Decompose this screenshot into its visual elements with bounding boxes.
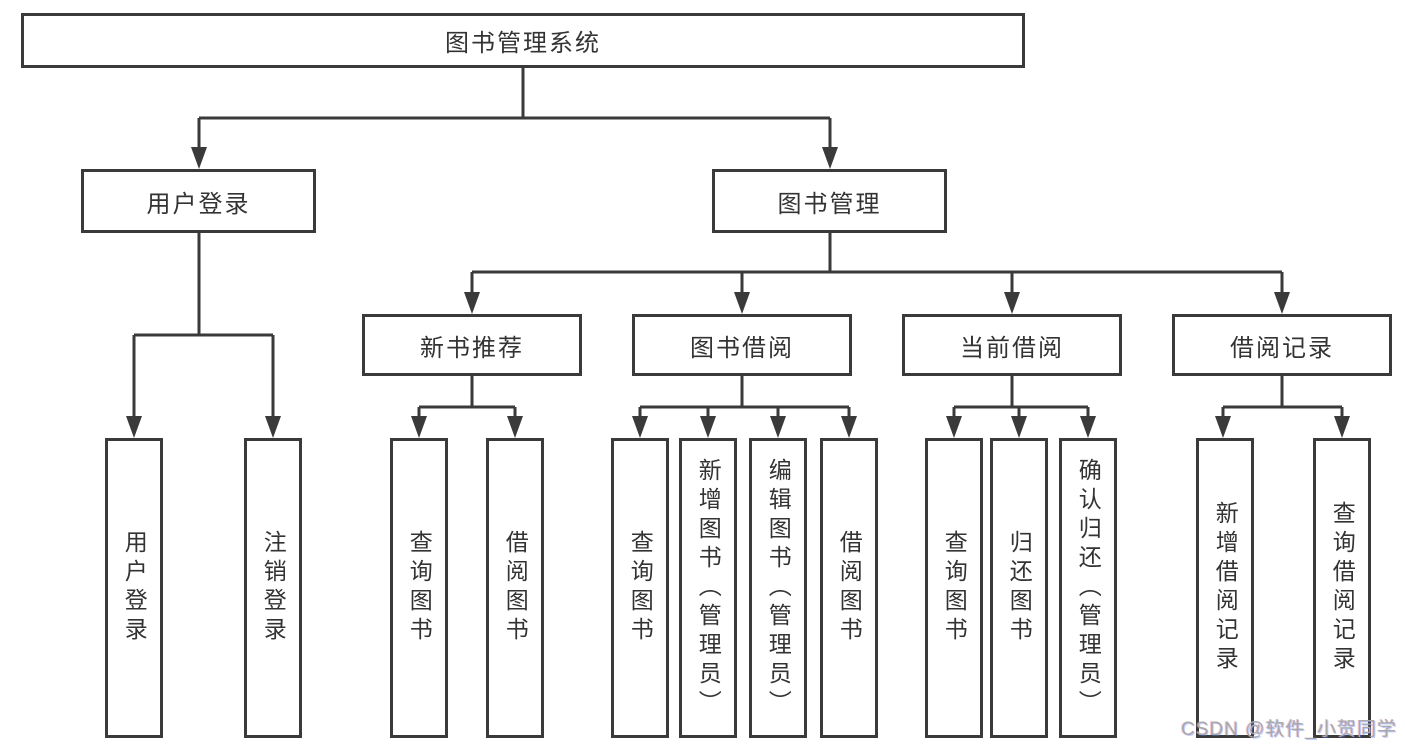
leaf-label: 查询图书 [406, 530, 433, 646]
leaf-label: 借阅图书 [836, 530, 863, 646]
arrowhead [507, 416, 523, 438]
leaf-label: 查询借阅记录 [1329, 501, 1356, 675]
node-book-borrowing: 图书借阅 [632, 314, 852, 376]
leaf-label: 确认归还（管理员） [1075, 457, 1102, 719]
node-user-login: 用户登录 [81, 169, 316, 233]
arrowhead [700, 416, 716, 438]
node-label: 新书推荐 [420, 334, 524, 362]
node-borrowing-records: 借阅记录 [1172, 314, 1392, 376]
node-book-management: 图书管理 [712, 169, 947, 233]
leaf-label: 新增借阅记录 [1212, 501, 1239, 675]
arrowhead [822, 147, 838, 169]
leaf-query-books-current: 查询图书 [925, 438, 983, 738]
arrowhead [265, 416, 281, 438]
leaf-query-books-borrowing: 查询图书 [611, 438, 669, 738]
arrowhead [1011, 416, 1027, 438]
leaf-user-login: 用户登录 [105, 438, 163, 738]
leaf-label: 查询图书 [941, 530, 968, 646]
leaf-edit-books-admin: 编辑图书（管理员） [749, 438, 807, 738]
leaf-query-books-recommend: 查询图书 [390, 438, 448, 738]
arrowhead [126, 416, 142, 438]
arrowhead [770, 416, 786, 438]
leaf-label: 归还图书 [1006, 530, 1033, 646]
arrowhead [191, 147, 207, 169]
node-new-book-recommendation: 新书推荐 [362, 314, 582, 376]
leaf-logout: 注销登录 [244, 438, 302, 738]
leaf-label: 借阅图书 [502, 530, 529, 646]
arrowhead [464, 292, 480, 314]
leaf-confirm-return-admin: 确认归还（管理员） [1059, 438, 1117, 738]
arrowhead [1004, 292, 1020, 314]
leaf-return-books: 归还图书 [990, 438, 1048, 738]
node-label: 当前借阅 [960, 334, 1064, 362]
node-current-borrowing: 当前借阅 [902, 314, 1122, 376]
node-root-book-management-system: 图书管理系统 [21, 13, 1025, 68]
leaf-label: 注销登录 [260, 530, 287, 646]
leaf-borrow-books-recommend: 借阅图书 [486, 438, 544, 738]
node-label: 图书管理 [777, 190, 882, 218]
leaf-label: 用户登录 [121, 530, 148, 646]
leaf-add-books-admin: 新增图书（管理员） [679, 438, 737, 738]
arrowhead [946, 416, 962, 438]
arrowhead [1215, 416, 1231, 438]
node-label: 图书借阅 [690, 334, 794, 362]
arrowhead [841, 416, 857, 438]
leaf-add-borrow-record: 新增借阅记录 [1196, 438, 1254, 738]
csdn-watermark: CSDN @软件_小贺同学 [1181, 719, 1397, 740]
node-label: 图书管理系统 [445, 30, 601, 57]
leaf-borrow-books: 借阅图书 [820, 438, 878, 738]
arrowheads [126, 147, 1350, 438]
arrowhead [1274, 292, 1290, 314]
leaf-query-borrow-record: 查询借阅记录 [1313, 438, 1371, 738]
leaf-label: 查询图书 [627, 530, 654, 646]
leaf-label: 新增图书（管理员） [695, 457, 722, 719]
arrowhead [411, 416, 427, 438]
node-label: 借阅记录 [1230, 334, 1334, 362]
connector-lines [132, 68, 1344, 418]
leaf-label: 编辑图书（管理员） [765, 457, 792, 719]
arrowhead [632, 416, 648, 438]
node-label: 用户登录 [146, 190, 251, 218]
arrowhead [1080, 416, 1096, 438]
arrowhead [734, 292, 750, 314]
arrowhead [1334, 416, 1350, 438]
